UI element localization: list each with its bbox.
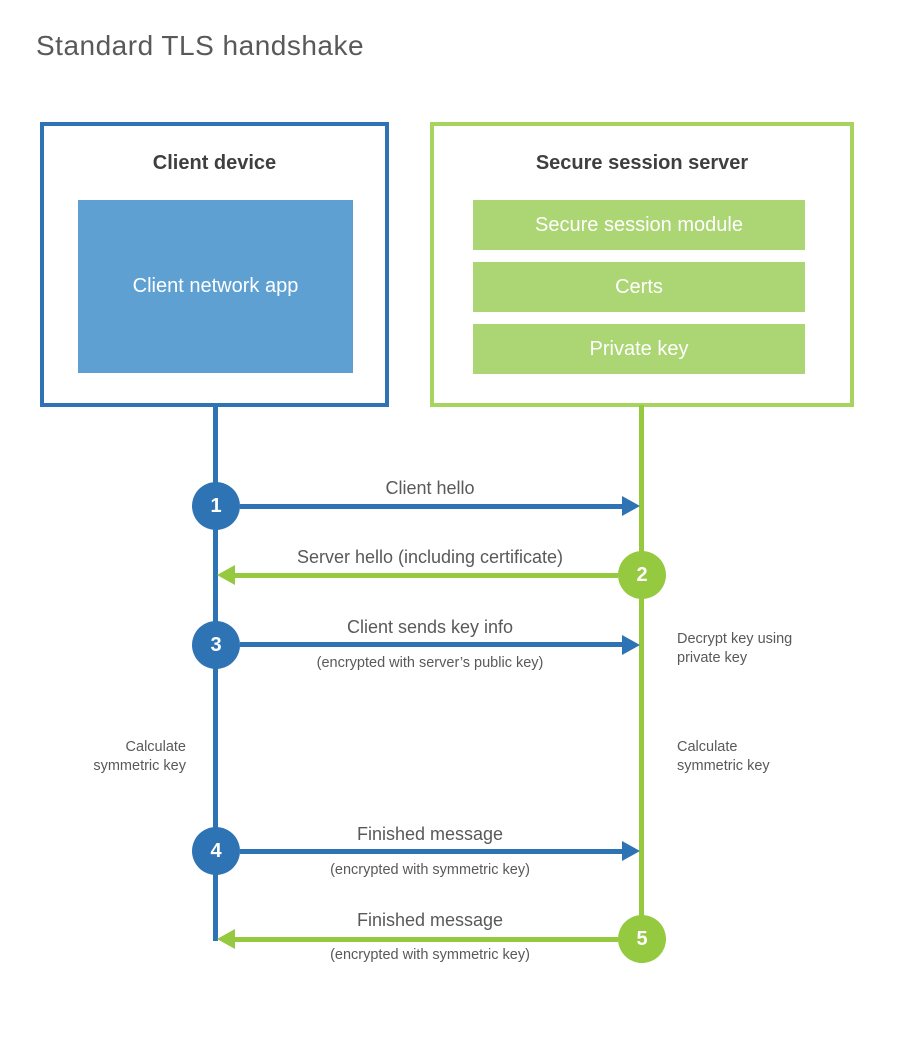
step-3-circle: 3 xyxy=(192,621,240,669)
step-1-number: 1 xyxy=(210,494,222,517)
server-module-bar: Private key xyxy=(473,324,805,374)
step-4-sublabel: (encrypted with symmetric key) xyxy=(330,862,530,878)
note-decrypt-key: Decrypt key using private key xyxy=(677,631,793,666)
secure-session-server-title: Secure session server xyxy=(535,152,749,174)
step-2-number: 2 xyxy=(636,563,648,586)
arrowhead-right-icon xyxy=(622,496,640,516)
note-calculate-symmetric-right: Calculate symmetric key xyxy=(677,739,770,774)
step-3-label: Client sends key info xyxy=(346,617,514,637)
step-2-label: Server hello (including certificate) xyxy=(296,547,564,567)
client-network-app-label: Client network app xyxy=(132,275,299,297)
arrow-line xyxy=(240,642,623,647)
client-device-title: Client device xyxy=(152,152,277,174)
step-4-label: Finished message xyxy=(356,824,504,844)
server-module-bar: Secure session module xyxy=(473,200,805,250)
page-title: Standard TLS handshake xyxy=(36,30,365,61)
step-5-circle: 5 xyxy=(618,915,666,963)
step-3-sublabel: (encrypted with server’s public key) xyxy=(316,655,544,671)
arrowhead-left-icon xyxy=(217,929,235,949)
step-3-number: 3 xyxy=(210,633,222,656)
step-2-circle: 2 xyxy=(618,551,666,599)
arrow-line xyxy=(235,573,618,578)
step-1-label: Client hello xyxy=(385,478,475,498)
server-module-label: Private key xyxy=(589,337,689,360)
step-5-sublabel: (encrypted with symmetric key) xyxy=(330,947,530,963)
server-module-bar: Certs xyxy=(473,262,805,312)
arrowhead-right-icon xyxy=(622,635,640,655)
arrowhead-right-icon xyxy=(622,841,640,861)
arrowhead-left-icon xyxy=(217,565,235,585)
step-5-label: Finished message xyxy=(356,910,504,930)
step-1-circle: 1 xyxy=(192,482,240,530)
arrow-line xyxy=(240,504,623,509)
secure-session-server-box: Secure session server Secure session mod… xyxy=(430,122,854,407)
step-5-number: 5 xyxy=(636,927,648,950)
client-lifeline xyxy=(213,405,218,941)
step-4-circle: 4 xyxy=(192,827,240,875)
step-4-number: 4 xyxy=(210,839,222,862)
client-device-box: Client device Client network app xyxy=(40,122,389,407)
server-module-label: Certs xyxy=(615,275,663,298)
arrow-line xyxy=(235,937,618,942)
arrow-line xyxy=(240,849,623,854)
note-calculate-symmetric-left: Calculate symmetric key xyxy=(93,739,186,774)
client-network-app-box: Client network app xyxy=(78,200,353,373)
server-lifeline xyxy=(639,405,644,963)
server-module-label: Secure session module xyxy=(535,213,743,236)
